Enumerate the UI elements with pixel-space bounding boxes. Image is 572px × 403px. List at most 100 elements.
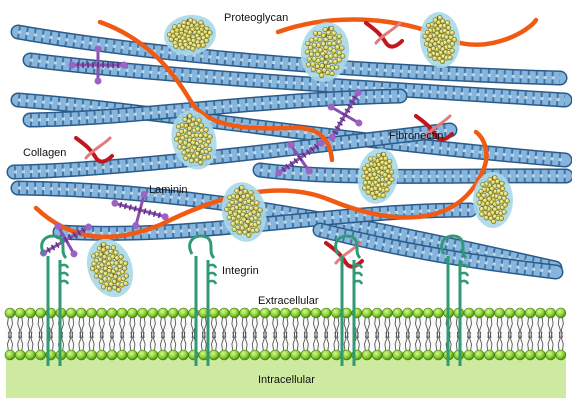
lipid-head [147,349,159,361]
lipid-head [239,349,250,361]
lipid-head [35,307,46,319]
label-extracellular: Extracellular [258,295,319,307]
fibronectin-group [74,21,454,269]
lipid-head [422,349,434,361]
lipid-head [524,307,536,319]
lipid-head [412,307,424,319]
lipid-head [524,349,536,361]
integrin [40,234,70,366]
label-integrin: Integrin [222,265,259,277]
lipid-head [310,307,322,319]
lipid-head [535,349,546,361]
lipid-head [269,349,281,361]
lipid-head [382,349,393,361]
lipid-head [494,307,505,319]
lipid-head [259,349,271,361]
proteoglycan [221,182,267,242]
lipid-head [4,349,16,361]
fibronectin-fragment [414,114,454,142]
lipid-head [249,307,261,319]
lipid-head [300,307,312,319]
laminin [327,88,363,142]
proteoglycan [86,238,134,298]
laminin [111,191,169,229]
lipid-head [371,307,383,319]
fibronectin-fragment [74,136,114,164]
lipid-head [484,307,495,319]
proteoglycan [164,14,216,56]
lipid-head [259,307,271,319]
laminin [275,139,325,177]
lipid-head [473,307,485,319]
proteoglycan [473,172,513,228]
lipid-head [422,307,434,319]
lipid-head [280,307,291,319]
lipid-head [433,307,444,319]
label-proteoglycan: Proteoglycan [224,12,289,24]
lipid-head [331,307,342,319]
lipid-head [280,349,291,361]
lipid-head [65,307,77,319]
lipid-head [269,307,281,319]
lipid-head [157,307,169,319]
lipid-head [371,349,383,361]
lipid-head [463,349,475,361]
lipid-head [25,349,36,361]
lipid-head [290,307,301,319]
label-collagen: Collagen [23,147,67,159]
lipid-head [229,307,240,319]
lipid-head [320,349,332,361]
lipid-head [361,307,373,319]
lipid-head [147,307,159,319]
lipid-head [106,307,118,319]
label-intracellular: Intracellular [258,374,315,386]
lipid-head [127,349,138,361]
integrin [440,234,470,366]
lipid-head [96,307,108,319]
lipid-head [310,349,322,361]
lipid-head [504,349,516,361]
lipid-head [178,349,189,361]
lipid-head [392,307,403,319]
lipid-head [96,349,108,361]
lipid-head [433,349,444,361]
lipid-head [545,349,556,361]
lipid-head [76,307,87,319]
integrin [334,234,364,366]
lipid-head [535,307,546,319]
laminin [68,45,128,85]
lipid-head [208,349,220,361]
lipid-head [178,307,189,319]
proteoglycan [357,148,399,204]
lipid-head [473,349,485,361]
orange-strand [33,129,489,240]
lipid-head [116,349,128,361]
lipid-head [300,349,312,361]
laminin-group [39,45,363,258]
lipid-head [361,349,373,361]
lipid-head [116,307,128,319]
lipid-head [412,349,424,361]
lipid-head [504,307,516,319]
lipid-head [167,307,179,319]
lipid-head [331,349,342,361]
lipid-head [320,307,332,319]
integrin-group [40,234,470,366]
lipid-head [494,349,505,361]
lipid-head [35,349,46,361]
lipid-head [484,349,495,361]
lipid-head [402,349,414,361]
lipid-head [514,307,526,319]
lipid-head [555,349,567,361]
lipid-head [86,307,97,319]
proteoglycan [419,12,461,68]
lipid-head [463,307,475,319]
proteoglycan [300,22,350,82]
laminin [39,222,93,258]
lipid-head [86,349,97,361]
plasma-membrane [4,307,567,361]
lipid-head [218,307,230,319]
lipid-head [106,349,118,361]
lipid-head [14,349,26,361]
orange-strand [97,19,335,163]
